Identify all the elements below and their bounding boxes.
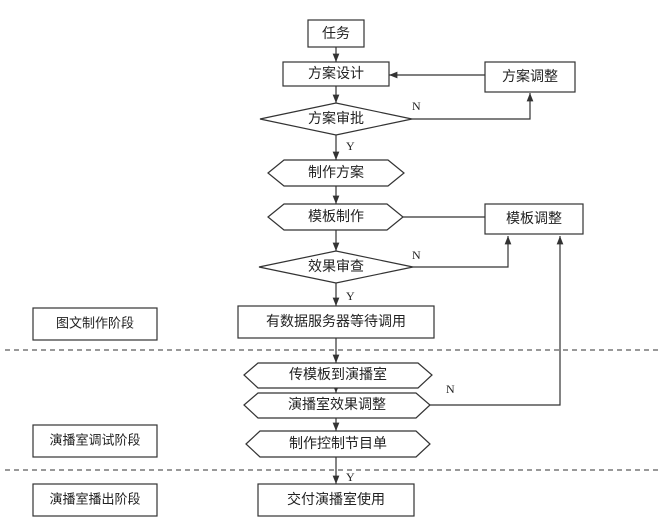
node-task: 任务 [307,19,365,48]
svg-text:演播室播出阶段: 演播室播出阶段 [49,492,140,508]
svg-text:演播室效果调整: 演播室效果调整 [288,396,386,413]
svg-text:方案调整: 方案调整 [502,68,558,85]
node-plan-approval-decision: 方案审批 [259,102,413,136]
svg-text:效果审查: 效果审查 [308,259,364,275]
node-plan-design: 方案设计 [282,61,390,87]
svg-text:传模板到演播室: 传模板到演播室 [289,366,387,383]
stage-broadcast: 演播室播出阶段 [32,483,158,517]
node-plan-adjust: 方案调整 [484,61,576,93]
flag-yes-review: Y [346,289,355,303]
flag-yes-control: Y [346,470,355,484]
node-studio-adjust: 演播室效果调整 [243,392,431,419]
svg-text:演播室调试阶段: 演播室调试阶段 [49,433,140,449]
svg-text:有数据服务器等待调用: 有数据服务器等待调用 [266,313,406,330]
node-template-adjust: 模板调整 [484,203,584,235]
arrow-approval-no-to-adjust [412,93,534,120]
svg-text:任务: 任务 [322,26,350,42]
node-make-plan: 制作方案 [267,159,405,187]
svg-text:制作控制节目单: 制作控制节目单 [289,436,387,452]
flag-no-approval: N [412,99,421,113]
connectors [332,47,564,484]
node-deliver: 交付演播室使用 [257,483,415,517]
node-send-template: 传模板到演播室 [243,362,433,389]
node-effect-review-decision: 效果审查 [258,250,414,284]
svg-text:交付演播室使用: 交付演播室使用 [287,491,385,508]
arrow-review-no-to-template-adjust [413,236,512,268]
svg-text:方案审批: 方案审批 [308,110,364,127]
arrow-studio-adjust-no-to-template-adjust [430,236,564,406]
flag-no-studio: N [446,382,455,396]
svg-text:方案设计: 方案设计 [308,65,364,82]
svg-text:模板制作: 模板制作 [308,209,364,225]
stage-debug: 演播室调试阶段 [32,424,158,458]
flag-yes-approval: Y [346,139,355,153]
flag-no-review: N [412,248,421,262]
node-wait-server: 有数据服务器等待调用 [237,305,435,339]
svg-text:制作方案: 制作方案 [308,164,364,181]
node-control-list: 制作控制节目单 [245,430,431,458]
svg-text:图文制作阶段: 图文制作阶段 [56,317,134,332]
svg-text:模板调整: 模板调整 [506,211,562,227]
stage-graphics: 图文制作阶段 [32,307,158,341]
node-template-make: 模板制作 [267,203,404,231]
